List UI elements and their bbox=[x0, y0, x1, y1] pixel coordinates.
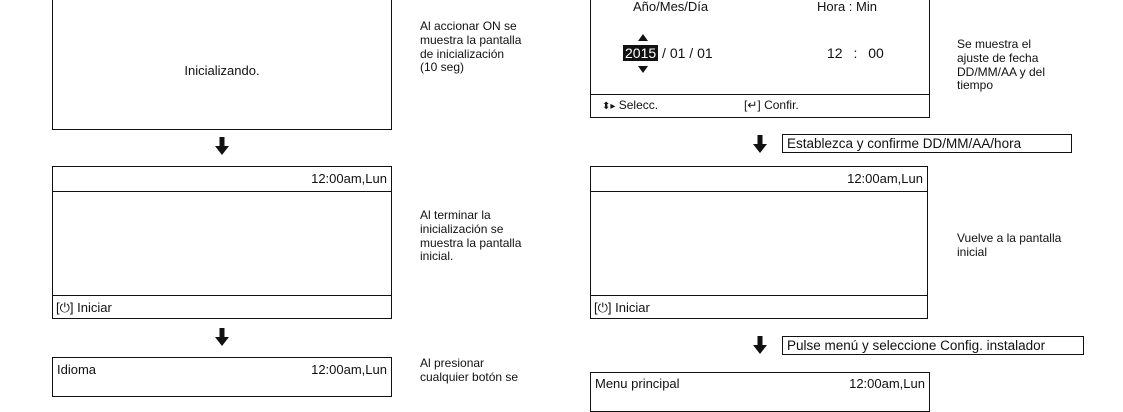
year-field: 2015 bbox=[623, 45, 659, 61]
time-header: Hora : Min bbox=[817, 0, 877, 14]
divider bbox=[53, 295, 391, 296]
language-time: 12:00am,Lun bbox=[311, 362, 387, 377]
home-time: 12:00am,Lun bbox=[847, 171, 923, 186]
step-open-installer-config: Pulse menú y seleccione Config. instalad… bbox=[782, 336, 1084, 355]
divider bbox=[591, 94, 929, 95]
hour-field: 12 bbox=[827, 45, 843, 61]
initializing-text: Inicializando. bbox=[184, 63, 260, 78]
month-day-field: / 01 / 01 bbox=[662, 45, 713, 61]
down-arrow-icon bbox=[215, 137, 229, 155]
screen-home-return: 12:00am,Lun [⏻] Iniciar bbox=[590, 166, 928, 319]
down-triangle-icon bbox=[638, 66, 648, 73]
menu-title: Menu principal bbox=[595, 376, 680, 391]
date-value: 2015 / 01 / 01 bbox=[623, 45, 713, 62]
divider bbox=[591, 295, 927, 296]
description-power-on: Al accionar ON se muestra la pantalla de… bbox=[420, 19, 522, 75]
divider bbox=[591, 191, 927, 192]
description-any-button: Al presionar cualquier botón se bbox=[420, 356, 519, 384]
step-set-datetime: Establezca y confirme DD/MM/AA/hora bbox=[782, 134, 1072, 153]
updown-triangle-icon: ⬍▸ bbox=[602, 101, 616, 112]
description-datetime: Se muestra el ajuste de fecha DD/MM/AA y… bbox=[957, 37, 1046, 93]
down-arrow-icon bbox=[753, 135, 767, 153]
start-label: Iniciar bbox=[615, 300, 650, 315]
date-header: Año/Mes/Día bbox=[633, 0, 709, 14]
menu-time: 12:00am,Lun bbox=[849, 376, 925, 391]
confirm-hint: [↵] Confir. bbox=[744, 98, 799, 112]
power-icon: [⏻] bbox=[594, 300, 612, 315]
power-icon: [⏻] bbox=[56, 300, 74, 315]
description-home: Al terminar la inicialización se muestra… bbox=[420, 208, 522, 264]
screen-home: 12:00am,Lun [⏻] Iniciar bbox=[52, 166, 392, 319]
screen-main-menu: Menu principal 12:00am,Lun bbox=[590, 372, 930, 412]
screen-language: Idioma 12:00am,Lun bbox=[52, 357, 392, 397]
divider bbox=[53, 191, 391, 192]
screen-initializing: Inicializando. bbox=[52, 0, 392, 130]
screen-datetime: Año/Mes/Día Hora : Min 2015 / 01 / 01 12… bbox=[590, 0, 930, 118]
down-arrow-icon bbox=[753, 336, 767, 354]
language-title: Idioma bbox=[57, 362, 97, 377]
up-triangle-icon bbox=[638, 34, 648, 41]
enter-icon: [↵] bbox=[744, 98, 761, 112]
select-label: Selecc. bbox=[618, 98, 659, 112]
home-time: 12:00am,Lun bbox=[311, 171, 387, 186]
confirm-label: Confir. bbox=[764, 98, 799, 112]
start-label: Iniciar bbox=[77, 300, 112, 315]
home-footer: [⏻] Iniciar bbox=[594, 300, 650, 316]
description-return-home: Vuelve a la pantalla inicial bbox=[957, 231, 1062, 259]
down-arrow-icon bbox=[215, 328, 229, 346]
select-hint: ⬍▸ Selecc. bbox=[602, 98, 658, 113]
time-value: 12 : 00 bbox=[827, 45, 884, 62]
minute-field: 00 bbox=[868, 45, 884, 61]
home-footer: [⏻] Iniciar bbox=[56, 300, 112, 316]
time-separator: : bbox=[853, 45, 858, 61]
